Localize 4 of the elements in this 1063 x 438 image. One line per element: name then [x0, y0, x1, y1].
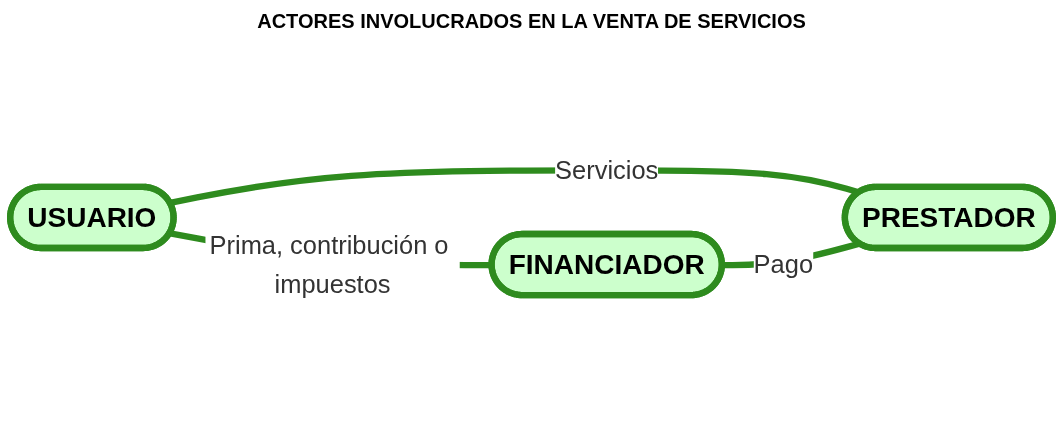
diagram-title: ACTORES INVOLUCRADOS EN LA VENTA DE SERVICIOS	[256, 10, 807, 33]
edge-label: Pago	[753, 250, 814, 279]
edge-label: Prima, contribución o impuestos	[209, 231, 449, 298]
edge-label: Servicios	[555, 156, 659, 185]
